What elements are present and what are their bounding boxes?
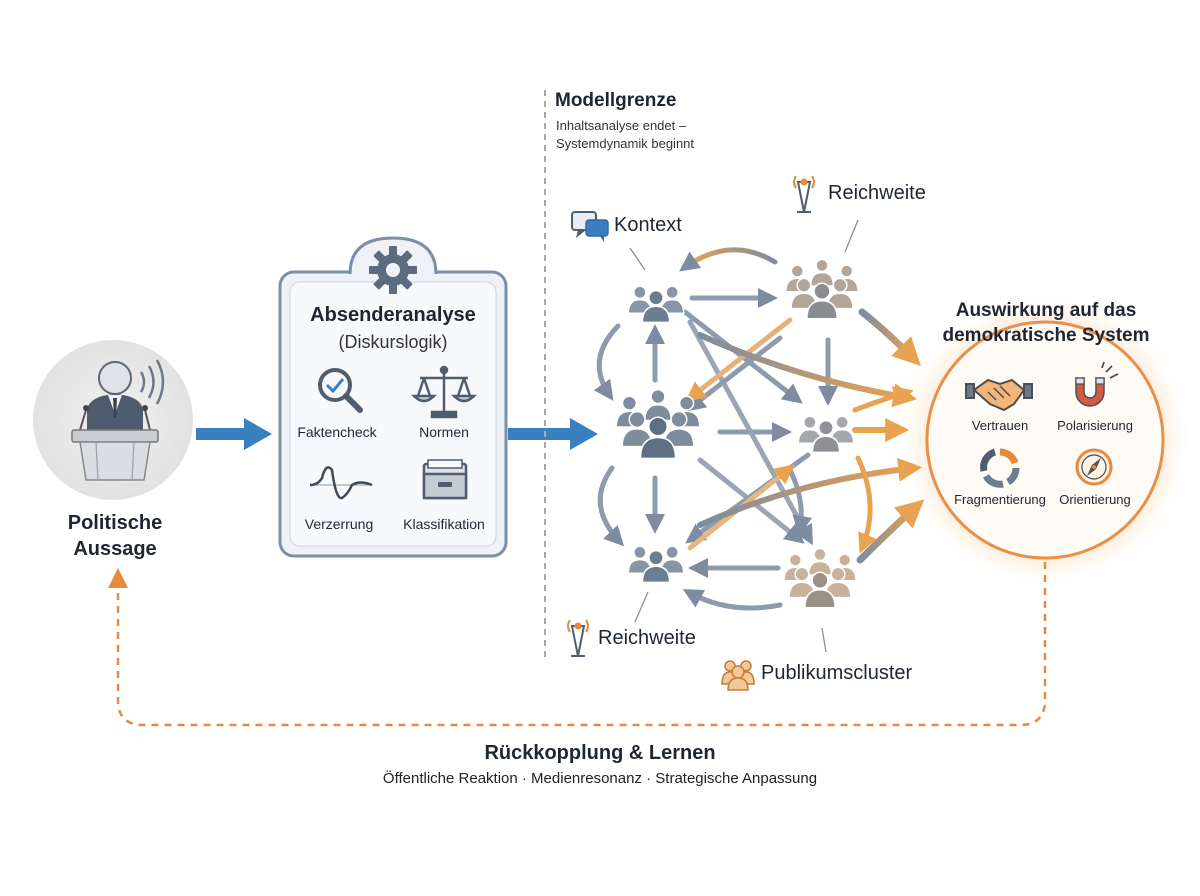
impact-label-fragmentierung: Fragmentierung <box>954 492 1046 507</box>
speech-bubbles-icon <box>571 211 609 242</box>
antenna-tower-icon <box>567 619 589 657</box>
leader-line <box>821 627 827 653</box>
gear-icon <box>369 246 417 294</box>
antenna-tower-icon <box>793 175 815 213</box>
arrow-speaker-to-analysis <box>196 418 272 450</box>
impact-title: Auswirkung auf das demokratische System <box>922 298 1170 348</box>
impact-label-orientierung: Orientierung <box>1059 492 1131 507</box>
impact-label-polarisierung: Polarisierung <box>1057 418 1133 433</box>
cluster-bottom-left-icon <box>627 545 685 584</box>
tool-label-verzerrung: Verzerrung <box>304 516 374 532</box>
tool-label-faktencheck: Faktencheck <box>297 424 377 440</box>
cluster-top-right-icon <box>785 258 859 320</box>
file-drawer-icon <box>422 459 468 500</box>
magnet-icon <box>1075 361 1119 407</box>
analysis-title: Absenderanalyse <box>310 304 476 326</box>
audience-clusters <box>615 258 859 609</box>
cluster-top-left-icon <box>627 285 685 324</box>
compass-icon <box>1075 448 1113 486</box>
cluster-center-icon <box>615 388 701 460</box>
waveform-icon <box>309 466 373 500</box>
segmented-ring-icon <box>980 448 1020 488</box>
label-reichweite-bottom: Reichweite <box>598 627 696 649</box>
analysis-panel <box>278 236 508 558</box>
network-arrows <box>593 247 925 611</box>
arrow-analysis-to-network <box>508 418 598 450</box>
speaker-podium-icon <box>71 359 165 481</box>
boundary-title: Modellgrenze <box>555 90 677 111</box>
feedback-title: Rückkopplung & Lernen <box>484 742 716 764</box>
label-reichweite-top: Reichweite <box>828 182 926 204</box>
analysis-subtitle: (Diskurslogik) <box>338 332 448 352</box>
handshake-icon <box>965 378 1033 412</box>
impact-title-line1: Auswirkung auf das <box>955 300 1137 321</box>
people-group-icon <box>721 660 755 691</box>
cluster-mid-right-icon <box>797 415 855 454</box>
feedback-subtitle: Öffentliche Reaktion · Medienresonanz · … <box>382 770 818 787</box>
boundary-subtitle: Inhaltsanalyse endet – Systemdynamik beg… <box>556 117 694 153</box>
leader-line <box>634 591 649 623</box>
boundary-subtitle-line2: Systemdynamik beginnt <box>556 136 695 151</box>
speaker-node <box>33 340 193 500</box>
impact-label-vertrauen: Vertrauen <box>971 418 1029 433</box>
leader-line <box>629 247 646 271</box>
leader-line <box>844 219 859 253</box>
speaker-label: Politische Aussage <box>67 512 163 560</box>
scales-icon <box>410 365 478 419</box>
label-kontext: Kontext <box>614 214 682 236</box>
boundary-subtitle-line1: Inhaltsanalyse endet – <box>556 118 687 133</box>
tool-label-normen: Normen <box>419 424 469 440</box>
impact-title-line2: demokratische System <box>942 325 1150 346</box>
magnifier-check-icon <box>318 368 363 413</box>
tool-label-klassifikation: Klassifikation <box>403 516 485 532</box>
feedback-loop-line <box>116 562 1047 727</box>
feedback-arrowhead <box>108 568 128 588</box>
cluster-bottom-right-icon <box>783 547 857 609</box>
label-publikumscluster: Publikumscluster <box>761 662 913 684</box>
